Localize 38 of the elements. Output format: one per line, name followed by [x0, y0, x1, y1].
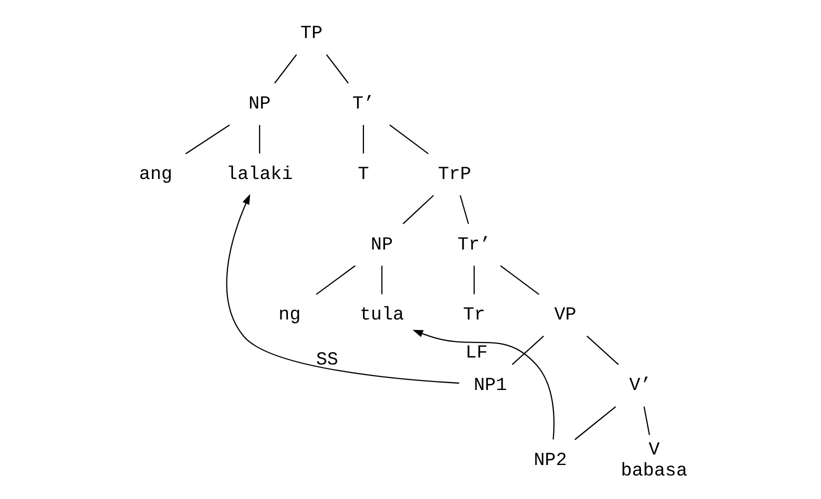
- connector: [326, 54, 348, 84]
- node-text: NP2: [533, 450, 566, 471]
- connector: [184, 124, 230, 154]
- connector: [315, 265, 356, 295]
- connector: [473, 266, 474, 294]
- connector: [459, 195, 468, 224]
- node-text: T: [357, 164, 368, 185]
- edge-label: LF: [465, 342, 488, 364]
- edge-label: SS: [316, 350, 338, 371]
- node-text: tula: [359, 304, 404, 326]
- node-text: VP: [554, 304, 576, 326]
- arrow: [226, 194, 459, 384]
- node-text: lalaki: [226, 164, 292, 185]
- connector: [388, 124, 428, 154]
- node-text: NP1: [473, 375, 506, 396]
- connector: [511, 336, 544, 366]
- node-text: Tr: [462, 304, 485, 326]
- node-text: V’: [628, 375, 651, 396]
- connector: [362, 125, 364, 154]
- node-text: Tr’: [457, 234, 490, 256]
- node-text: ng: [278, 304, 300, 326]
- node-label: babasa: [620, 460, 687, 482]
- arrow: [412, 330, 554, 440]
- connector: [500, 265, 539, 295]
- node-text: TrP: [437, 164, 471, 185]
- connector: [586, 336, 618, 366]
- connector: [380, 266, 382, 294]
- connector: [643, 406, 650, 436]
- connector: [274, 54, 296, 84]
- connector: [402, 194, 434, 224]
- node-text: T’: [352, 94, 374, 115]
- connector: [258, 125, 260, 154]
- node-text: V: [648, 440, 660, 461]
- connector: [574, 406, 616, 440]
- node-text: TP: [300, 23, 322, 44]
- node-text: NP: [370, 234, 392, 256]
- node-text: ang: [138, 164, 172, 185]
- node-text: NP: [248, 94, 270, 115]
